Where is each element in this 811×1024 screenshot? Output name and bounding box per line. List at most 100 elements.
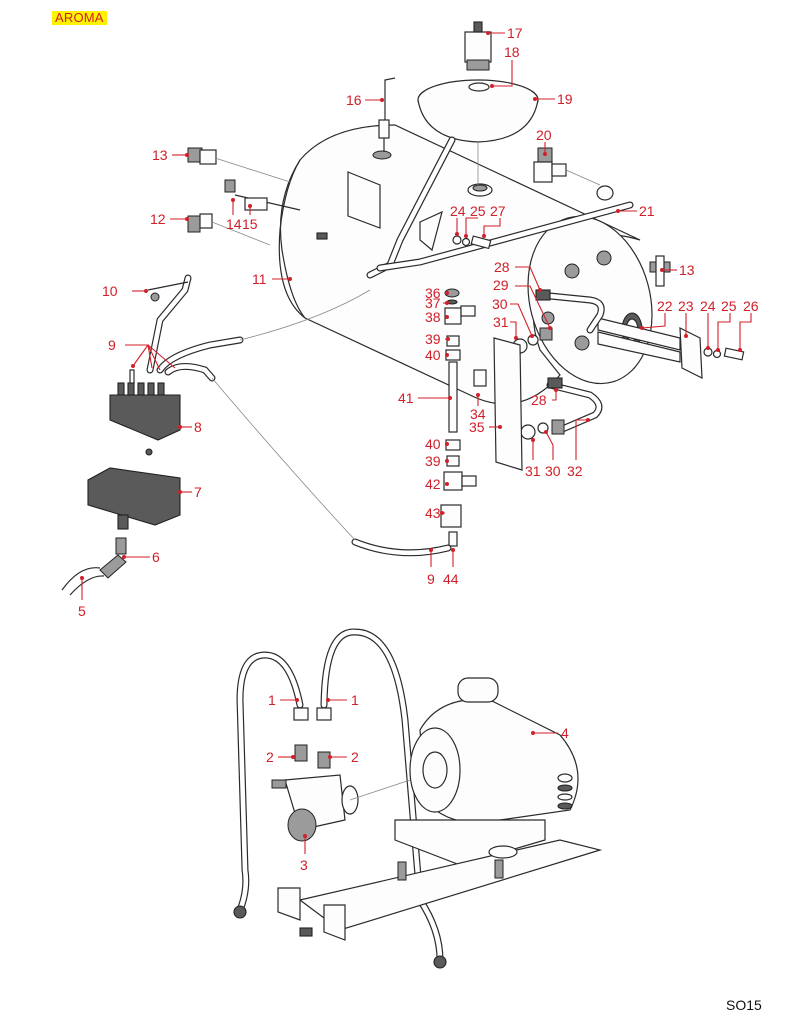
svg-text:9: 9 [427, 571, 435, 587]
callout-39-bottom: 39 [425, 453, 449, 469]
svg-text:40: 40 [425, 436, 441, 452]
svg-text:6: 6 [152, 549, 160, 565]
cross-fitting [649, 255, 671, 287]
callout-19: 19 [533, 91, 573, 107]
diagram-code: SO15 [726, 997, 762, 1013]
callout-13: 13 [152, 147, 189, 163]
callout-24: 24 [450, 203, 466, 236]
svg-text:12: 12 [150, 211, 166, 227]
callout-28-bottom: 28 [531, 388, 558, 408]
svg-text:7: 7 [194, 484, 202, 500]
callout-14: 14 [226, 198, 242, 232]
callout-2-right: 2 [328, 749, 359, 765]
svg-text:41: 41 [398, 390, 414, 406]
callout-25-right: 25 [716, 298, 737, 352]
svg-text:3: 3 [300, 857, 308, 873]
washers-upper [452, 235, 492, 250]
svg-text:37: 37 [425, 295, 441, 311]
svg-text:31: 31 [525, 463, 541, 479]
callout-8: 8 [178, 419, 202, 435]
svg-text:22: 22 [657, 298, 673, 314]
callout-38: 38 [425, 309, 449, 325]
svg-text:44: 44 [443, 571, 459, 587]
callout-4: 4 [531, 725, 569, 741]
callout-1-right: 1 [326, 692, 359, 708]
svg-text:25: 25 [721, 298, 737, 314]
callout-3: 3 [300, 834, 308, 873]
svg-text:34: 34 [470, 406, 486, 422]
callout-9-left: 9 [108, 337, 176, 371]
callout-6: 6 [122, 549, 160, 565]
svg-text:30: 30 [545, 463, 561, 479]
callout-29: 29 [493, 277, 552, 330]
callout-22: 22 [640, 298, 673, 330]
svg-text:28: 28 [494, 259, 510, 275]
callout-34: 34 [470, 393, 486, 422]
boiler-body [278, 124, 653, 405]
level-probe [378, 77, 396, 152]
svg-text:26: 26 [743, 298, 759, 314]
callout-17: 17 [486, 25, 523, 41]
svg-text:43: 43 [425, 505, 441, 521]
svg-text:39: 39 [425, 331, 441, 347]
callout-24-right: 24 [700, 298, 716, 350]
callout-40-bottom: 40 [425, 436, 449, 452]
fitting-21 [596, 185, 614, 201]
heating-element [597, 312, 745, 379]
svg-text:20: 20 [536, 127, 552, 143]
svg-text:27: 27 [490, 203, 506, 219]
pump-motor-assembly [233, 628, 603, 969]
svg-text:10: 10 [102, 283, 118, 299]
svg-text:15: 15 [242, 216, 258, 232]
callout-40-top: 40 [425, 347, 449, 363]
section-badge: AROMA [52, 11, 107, 25]
fittings-left [187, 147, 328, 246]
callout-26: 26 [738, 298, 759, 352]
svg-text:19: 19 [557, 91, 573, 107]
callout-30-bottom: 30 [544, 430, 561, 479]
svg-text:13: 13 [152, 147, 168, 163]
svg-text:8: 8 [194, 419, 202, 435]
svg-text:29: 29 [493, 277, 509, 293]
callout-7: 7 [178, 484, 202, 500]
callout-2-left: 2 [266, 749, 295, 765]
callout-35: 35 [469, 419, 502, 435]
callout-36: 36 [425, 285, 449, 301]
drain-elbow [61, 537, 127, 596]
svg-text:21: 21 [639, 203, 655, 219]
callout-13-right: 13 [660, 262, 695, 278]
callout-31-top: 31 [493, 314, 518, 340]
callout-37: 37 [425, 295, 449, 311]
callout-28-top: 28 [494, 259, 542, 292]
svg-text:39: 39 [425, 453, 441, 469]
callout-20: 20 [536, 127, 552, 156]
callouts: 17 18 19 16 13 20 14 15 12 21 24 25 27 1… [78, 25, 759, 873]
svg-text:11: 11 [252, 271, 267, 287]
callout-16: 16 [346, 92, 384, 108]
callout-11: 11 [252, 271, 292, 287]
callout-31-bottom: 31 [525, 438, 541, 479]
svg-text:24: 24 [700, 298, 716, 314]
svg-text:2: 2 [266, 749, 274, 765]
sight-glass [440, 288, 487, 547]
callout-41: 41 [398, 390, 452, 406]
callout-23: 23 [678, 298, 694, 338]
svg-text:25: 25 [470, 203, 486, 219]
callout-27: 27 [482, 203, 506, 238]
level-reservoir [417, 21, 539, 185]
callout-43: 43 [425, 505, 445, 521]
callout-42: 42 [425, 476, 449, 492]
svg-text:42: 42 [425, 476, 441, 492]
svg-text:28: 28 [531, 392, 547, 408]
svg-text:1: 1 [268, 692, 276, 708]
svg-text:13: 13 [679, 262, 695, 278]
callout-18: 18 [490, 44, 520, 88]
callout-15: 15 [242, 204, 258, 232]
hose-10 [147, 281, 189, 291]
svg-text:9: 9 [108, 337, 116, 353]
svg-text:38: 38 [425, 309, 441, 325]
callout-9-bottom: 9 [427, 548, 435, 587]
svg-text:2: 2 [351, 749, 359, 765]
svg-text:30: 30 [492, 296, 508, 312]
